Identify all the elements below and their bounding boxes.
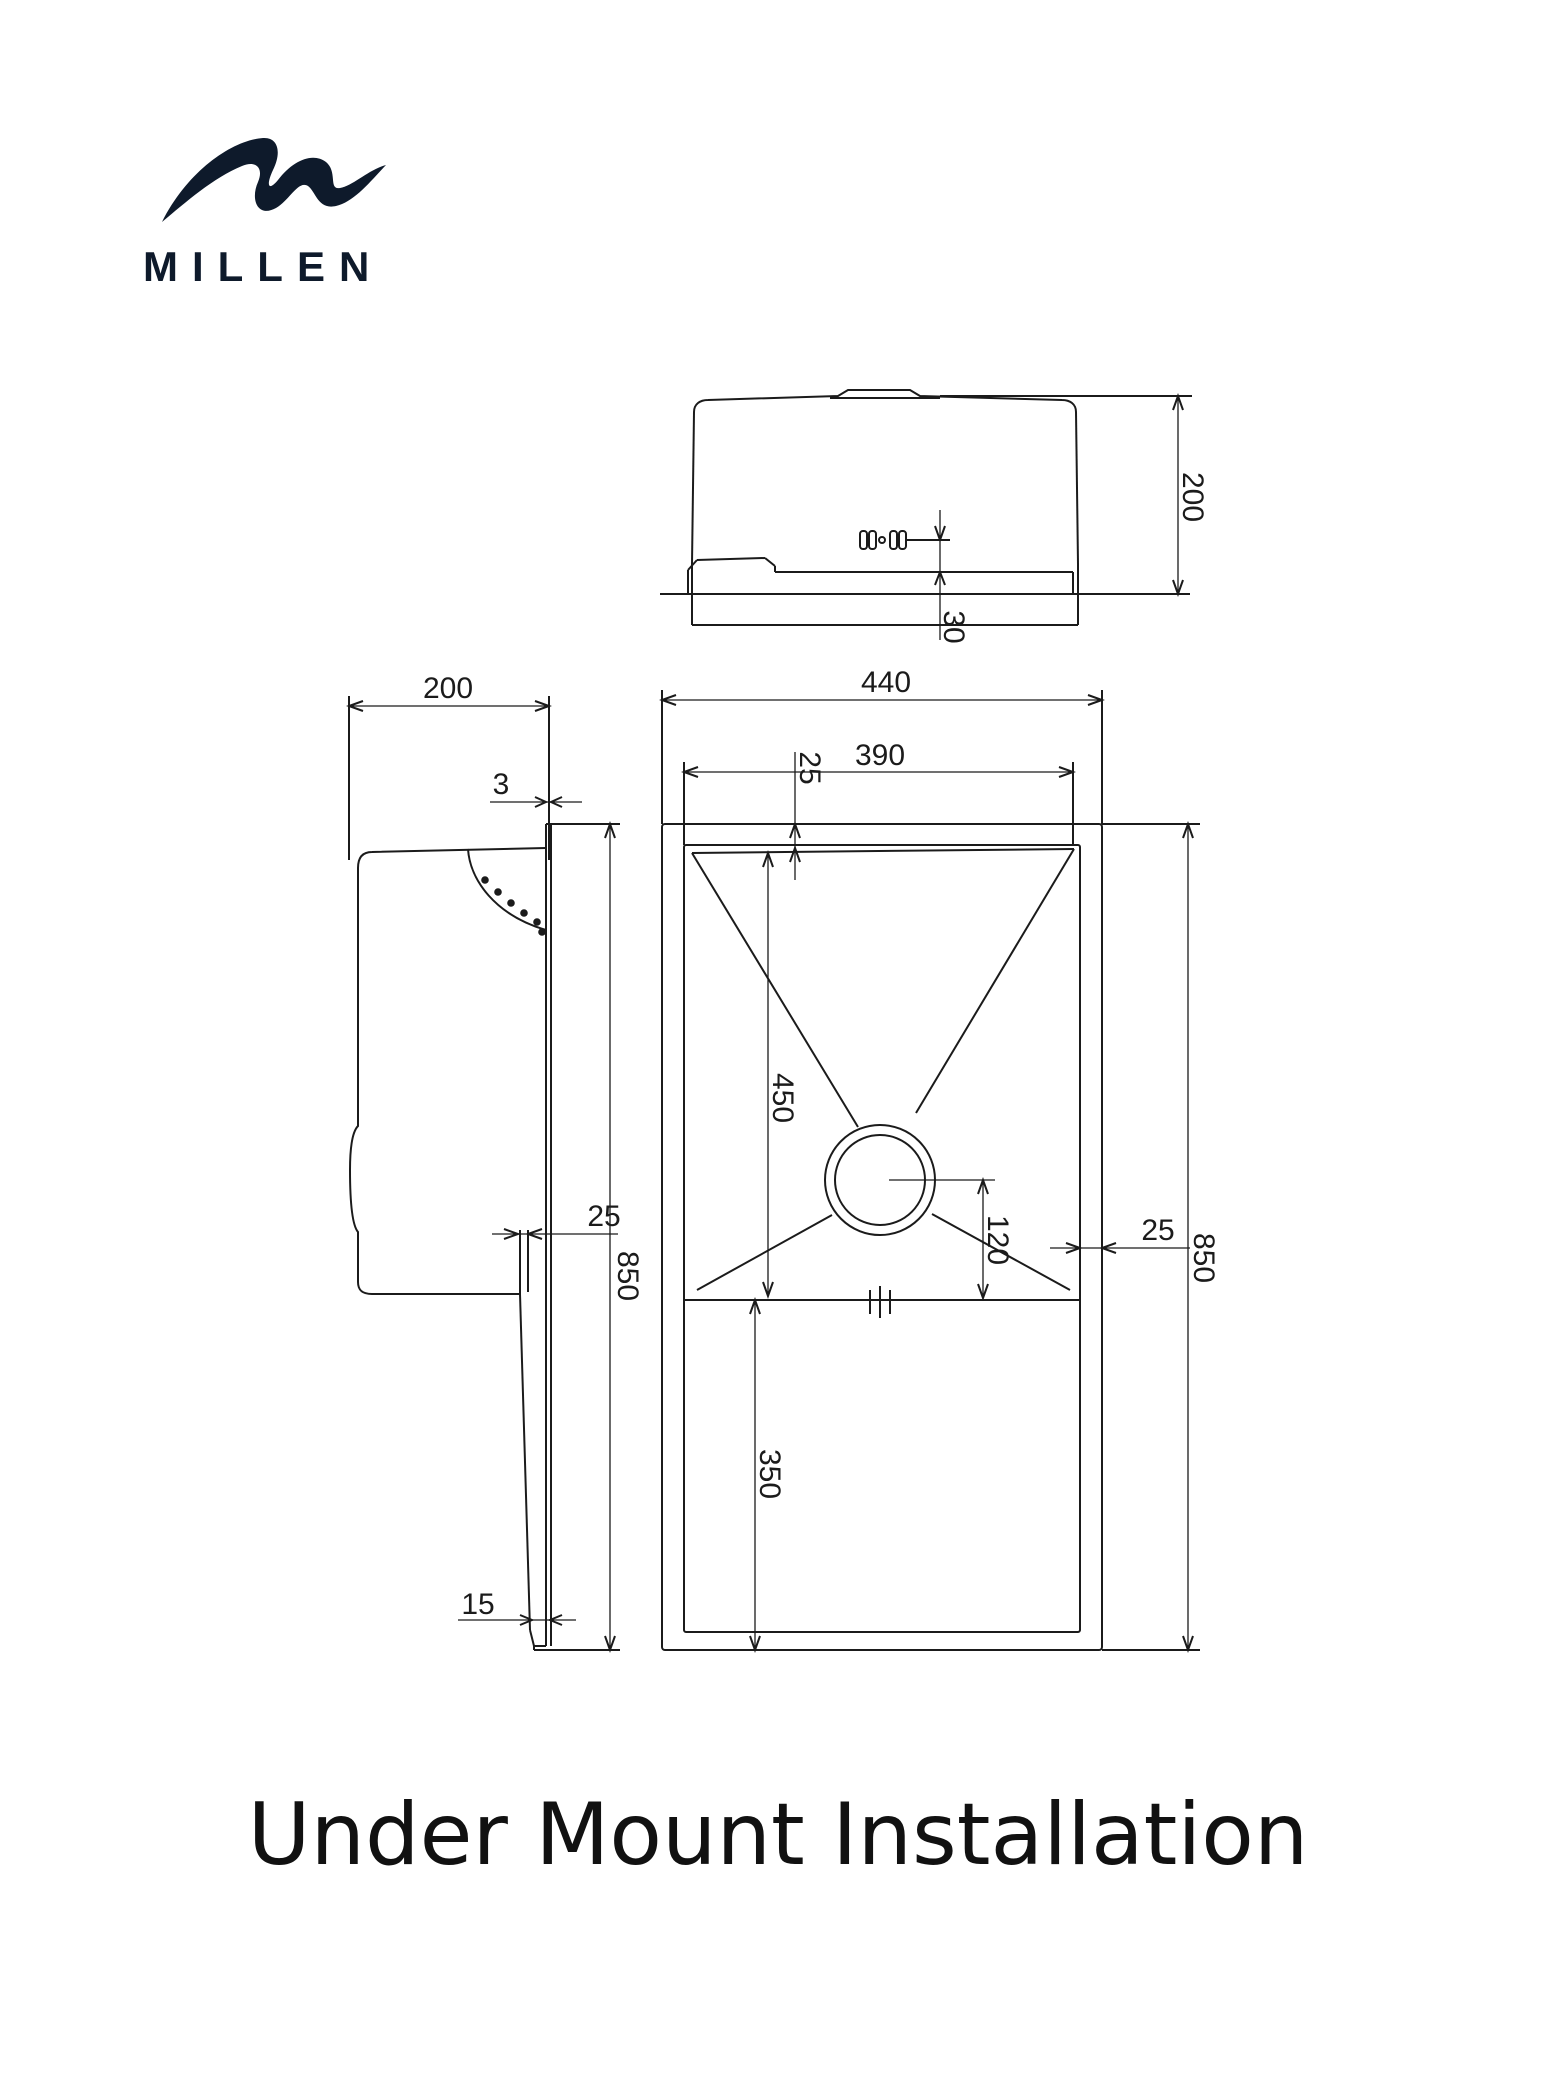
dim-overall-width: 440 — [861, 666, 911, 699]
dim-inner-width: 390 — [855, 739, 905, 772]
dim-side-thickness: 3 — [493, 768, 510, 801]
side-section-view — [346, 696, 620, 1653]
dim-drain-offset: 120 — [981, 1215, 1014, 1265]
dim-right-margin: 25 — [1141, 1214, 1174, 1247]
dim-drainboard-length: 350 — [753, 1449, 786, 1499]
dim-top-height: 200 — [1176, 472, 1209, 522]
front-elevation-view — [660, 389, 1192, 640]
brand-name: MILLEN — [143, 243, 384, 290]
plan-view — [659, 690, 1200, 1653]
dim-side-height: 850 — [611, 1251, 644, 1301]
wave-m-logo-icon — [162, 137, 386, 222]
dim-side-step: 25 — [587, 1200, 620, 1233]
dim-overall-length: 850 — [1187, 1233, 1220, 1283]
dim-side-width: 200 — [423, 672, 473, 705]
dim-inner-offset: 25 — [793, 751, 826, 784]
dim-top-rim: 30 — [937, 610, 970, 643]
dim-bowl-length: 450 — [766, 1073, 799, 1123]
dim-side-bottom: 15 — [461, 1588, 494, 1621]
installation-caption: Under Mount Installation — [247, 1785, 1309, 1885]
